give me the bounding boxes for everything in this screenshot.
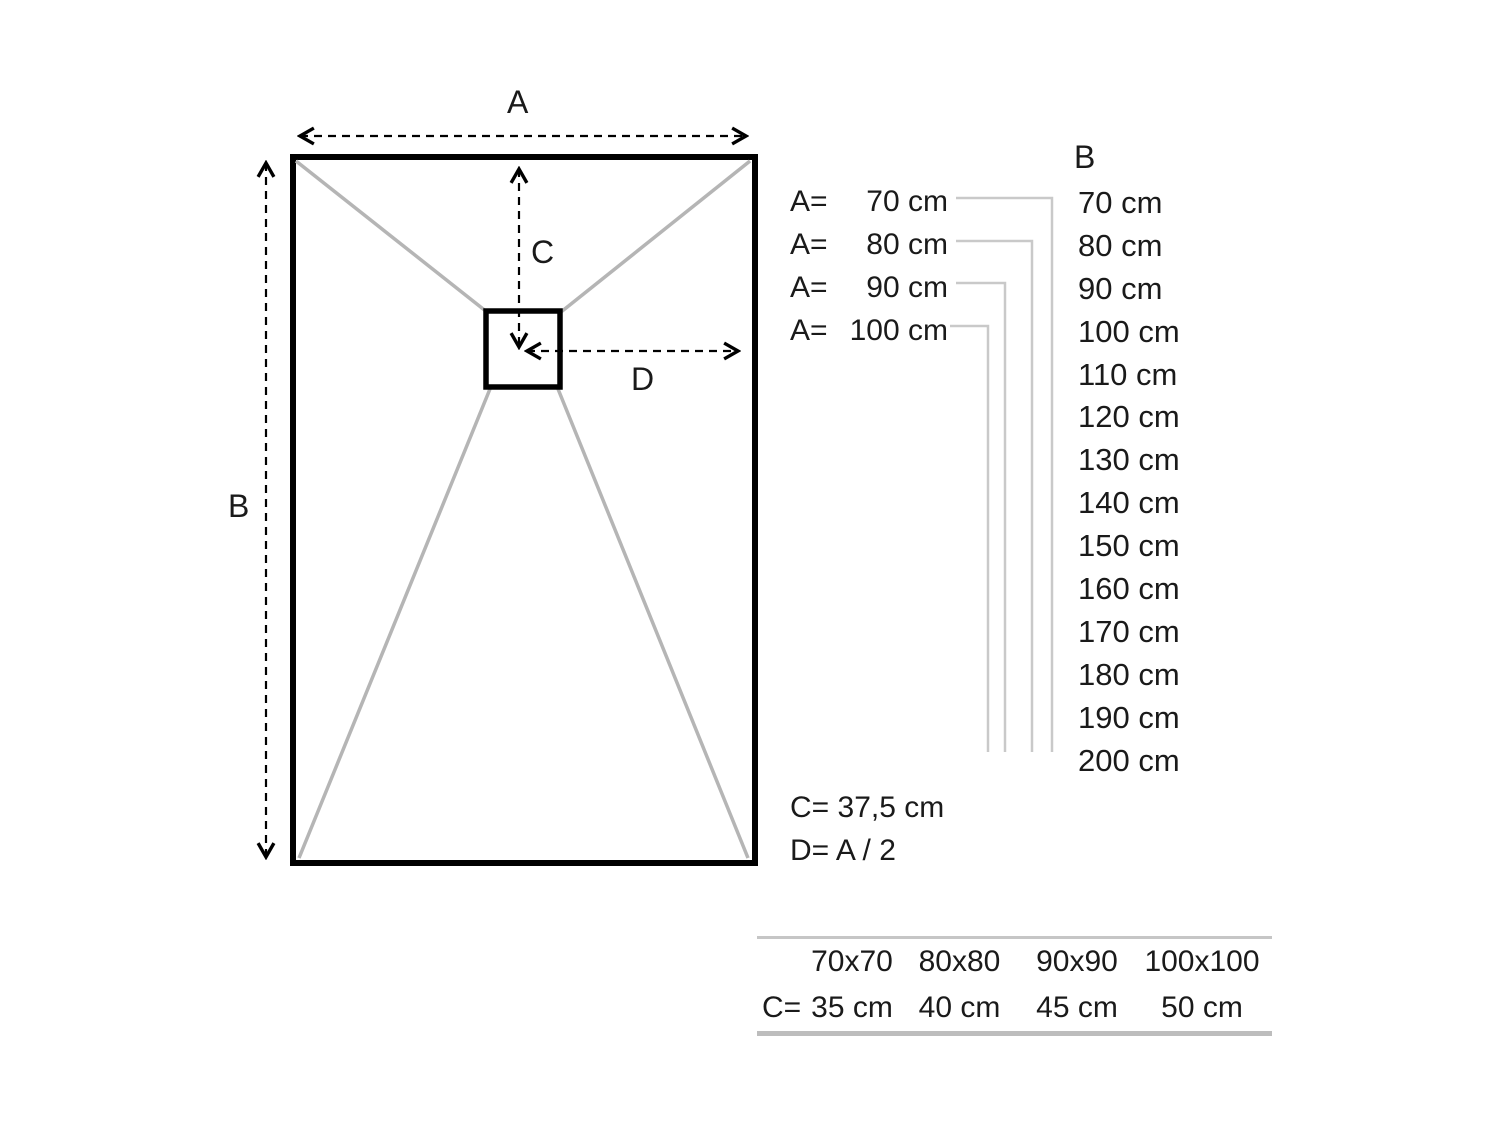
b-value: 120 cm: [1078, 399, 1180, 435]
size-header: 100x100: [1144, 945, 1260, 978]
a-option-prefix: A=: [790, 228, 828, 262]
slope-line-top-right: [554, 159, 752, 318]
c-value: 35 cm: [811, 991, 893, 1024]
slope-line-bottom-right: [554, 383, 750, 859]
a-option-row: A= 70 cm: [790, 181, 948, 224]
label-dimension-a: A: [507, 84, 529, 120]
size-header: 80x80: [918, 945, 1001, 978]
a-options-list: A= 70 cm A= 80 cm A= 90 cm A= 100 cm: [790, 181, 948, 353]
size-header: 70x70: [811, 945, 893, 978]
size-table: 70x70 80x80 90x90 100x100 C= 35 cm 40 cm…: [757, 936, 1272, 1036]
b-value: 90 cm: [1078, 270, 1163, 306]
connector-a80: [956, 239, 1034, 752]
drain-square: [483, 308, 563, 390]
formula-c: C= 37,5 cm: [790, 791, 945, 824]
b-value: 100 cm: [1078, 313, 1180, 349]
a-option-prefix: A=: [790, 271, 828, 305]
a-option-prefix: A=: [790, 185, 828, 219]
a-option-value: 100 cm: [849, 314, 948, 348]
label-dimension-d: D: [631, 361, 655, 397]
c-row-label: C=: [762, 991, 802, 1024]
b-value: 190 cm: [1078, 699, 1180, 735]
connector-a90: [956, 281, 1007, 752]
a-option-row: A= 80 cm: [790, 224, 948, 267]
c-value: 40 cm: [918, 991, 1001, 1024]
b-column-list: 70 cm 80 cm 90 cm 100 cm 110 cm 120 cm 1…: [1078, 182, 1180, 782]
a-option-row: A= 90 cm: [790, 267, 948, 310]
size-header: 90x90: [1036, 945, 1118, 978]
c-value: 50 cm: [1161, 991, 1243, 1024]
a-option-value: 80 cm: [866, 228, 948, 262]
slope-line-bottom-left: [297, 383, 494, 859]
tray-outline: [290, 154, 758, 866]
size-table-c-row: C= 35 cm 40 cm 45 cm 50 cm: [757, 985, 1272, 1031]
b-column-header: B: [1074, 139, 1096, 175]
b-value: 170 cm: [1078, 613, 1180, 649]
slope-line-top-left: [294, 159, 494, 318]
b-value: 80 cm: [1078, 227, 1163, 263]
b-value: 110 cm: [1078, 356, 1178, 392]
size-table-header-row: 70x70 80x80 90x90 100x100: [757, 939, 1272, 985]
b-value: 160 cm: [1078, 570, 1180, 606]
a-option-value: 70 cm: [866, 185, 948, 219]
connector-a100: [950, 324, 990, 752]
formula-d: D= A / 2: [790, 834, 896, 867]
a-option-row: A= 100 cm: [790, 310, 948, 353]
b-value: 150 cm: [1078, 528, 1180, 564]
a-option-prefix: A=: [790, 314, 828, 348]
b-value: 200 cm: [1078, 742, 1180, 778]
label-dimension-b: B: [228, 488, 250, 524]
a-option-value: 90 cm: [866, 271, 948, 305]
b-value: 70 cm: [1078, 184, 1163, 220]
label-dimension-c: C: [531, 234, 555, 270]
b-value: 130 cm: [1078, 442, 1180, 478]
b-value: 180 cm: [1078, 656, 1180, 692]
connector-a70: [956, 196, 1054, 752]
c-value: 45 cm: [1036, 991, 1118, 1024]
b-value: 140 cm: [1078, 485, 1180, 521]
